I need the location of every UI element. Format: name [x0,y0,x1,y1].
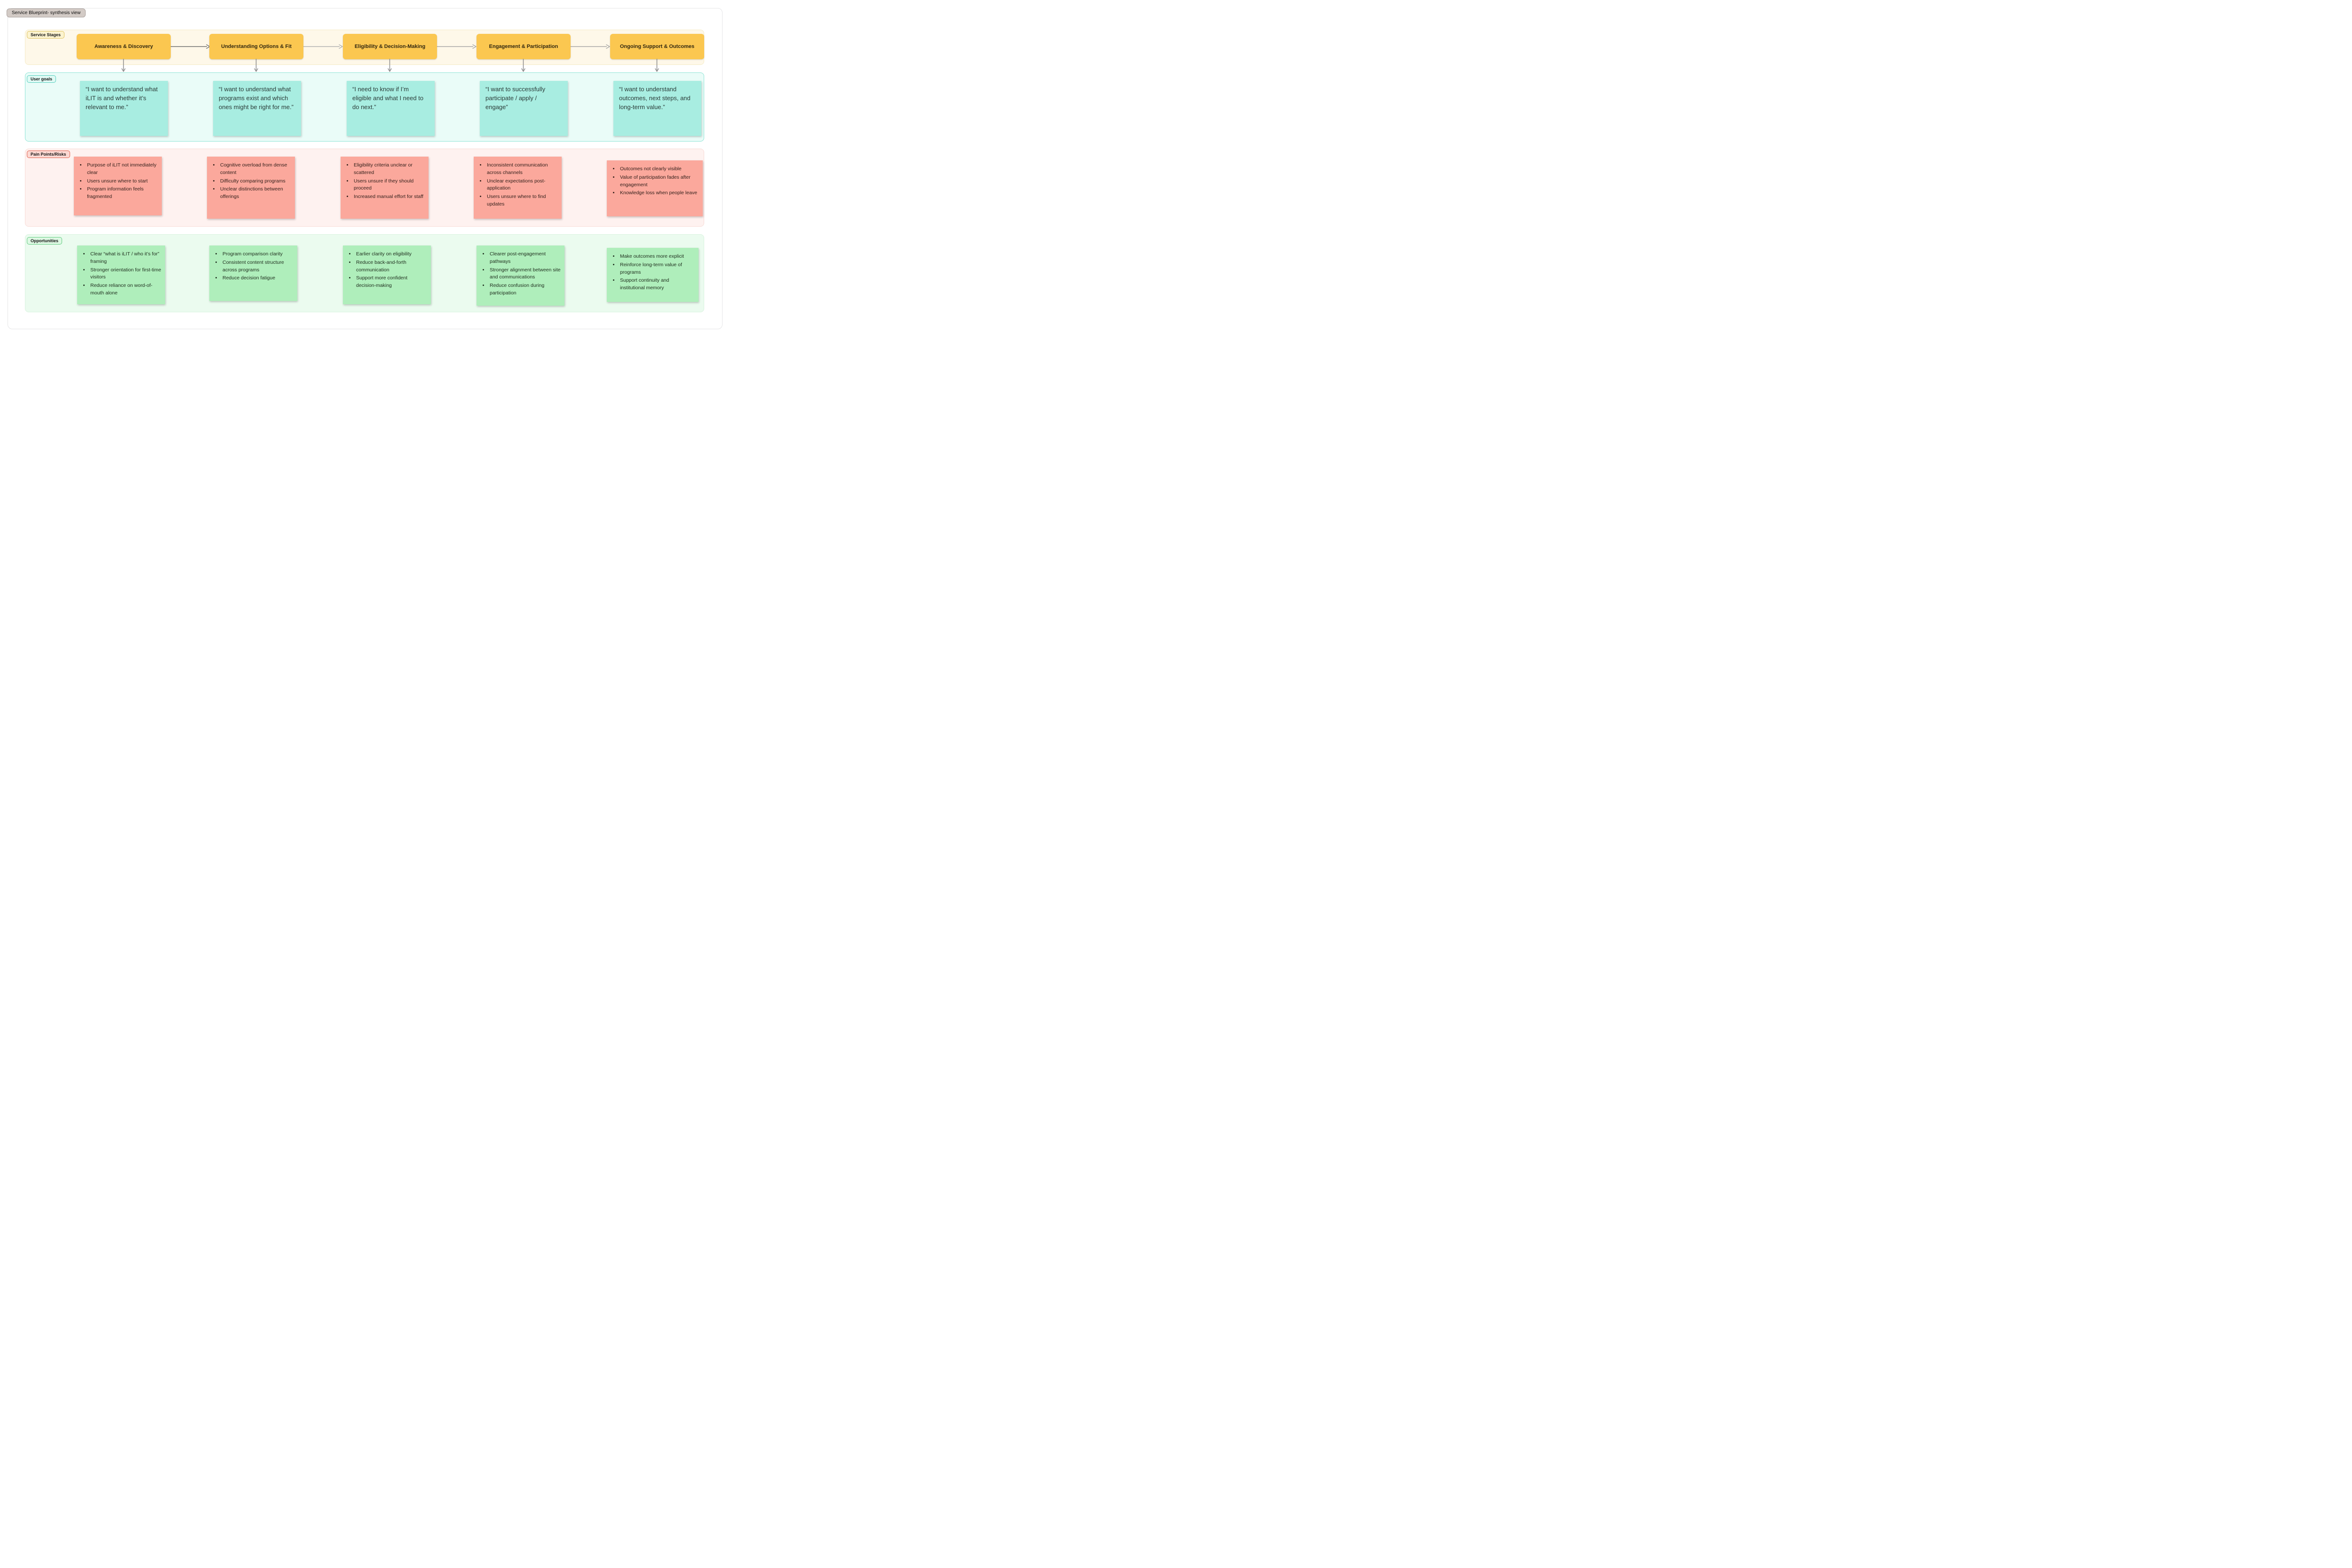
stage-box-eligibility[interactable]: Eligibility & Decision-Making [343,34,437,59]
down-arrow-icon [521,59,525,72]
bullet-list: Make outcomes more explicit Reinforce lo… [611,252,695,292]
right-arrow-icon [303,44,343,49]
pain-sticky-2[interactable]: Cognitive overload from dense content Di… [207,157,295,219]
pain-sticky-5[interactable]: Outcomes not clearly visible Value of pa… [607,160,703,216]
section-label-pain-points[interactable]: Pain Points/Risks [27,150,70,158]
section-label-opportunities[interactable]: Opportunities [27,237,62,245]
right-arrow-icon [171,44,210,49]
whiteboard-page: Service Blueprint- synthesis view Servic… [0,0,730,335]
board-title[interactable]: Service Blueprint- synthesis view [7,8,86,17]
goal-sticky-1[interactable]: “I want to understand what iLIT is and w… [80,81,168,136]
pain-sticky-4[interactable]: Inconsistent communication across channe… [474,157,562,219]
right-arrow-icon [571,44,610,49]
section-service-stages: Service Stages Awareness & Discovery Und… [25,30,704,65]
goal-sticky-3[interactable]: “I need to know if I’m eligible and what… [347,81,435,136]
section-user-goals: User goals “I want to understand what iL… [25,72,704,142]
stage-box-ongoing[interactable]: Ongoing Support & Outcomes [610,34,704,59]
section-pain-points: Pain Points/Risks Purpose of iLIT not im… [25,149,704,227]
bullet-list: Earlier clarity on eligibility Reduce ba… [347,250,427,290]
blueprint-frame: Service Stages Awareness & Discovery Und… [8,8,723,329]
bullet-list: Outcomes not clearly visible Value of pa… [611,165,699,197]
down-arrow-icon [121,59,126,72]
bullet-list: Clearer post-engagement pathways Stronge… [480,250,561,297]
bullet-list: Purpose of iLIT not immediately clear Us… [78,161,158,201]
section-label-user-goals[interactable]: User goals [27,75,56,83]
pain-sticky-3[interactable]: Eligibility criteria unclear or scattere… [341,157,429,219]
down-arrow-icon [254,59,258,72]
bullet-list: Eligibility criteria unclear or scattere… [344,161,425,201]
bullet-list: Program comparison clarity Consistent co… [213,250,294,282]
down-arrow-icon [388,59,392,72]
bullet-list: Inconsistent communication across channe… [477,161,558,208]
goal-sticky-5[interactable]: “I want to understand outcomes, next ste… [613,81,701,136]
right-arrow-icon [437,44,477,49]
opportunity-sticky-4[interactable]: Clearer post-engagement pathways Stronge… [477,245,564,306]
goal-sticky-4[interactable]: “I want to successfully participate / ap… [480,81,568,136]
stage-box-engagement[interactable]: Engagement & Participation [477,34,571,59]
opportunity-sticky-2[interactable]: Program comparison clarity Consistent co… [209,245,297,301]
opportunity-sticky-5[interactable]: Make outcomes more explicit Reinforce lo… [607,248,699,302]
section-opportunities: Opportunities Clear “what is iLIT / who … [25,234,704,312]
stage-box-understanding[interactable]: Understanding Options & Fit [209,34,303,59]
pain-sticky-1[interactable]: Purpose of iLIT not immediately clear Us… [74,157,162,215]
bullet-list: Cognitive overload from dense content Di… [211,161,291,201]
opportunity-sticky-3[interactable]: Earlier clarity on eligibility Reduce ba… [343,245,431,304]
goal-sticky-2[interactable]: “I want to understand what programs exis… [213,81,301,136]
down-arrow-icon [655,59,659,72]
section-label-service-stages[interactable]: Service Stages [27,31,65,39]
opportunity-sticky-1[interactable]: Clear “what is iLIT / who it’s for” fram… [77,245,165,304]
bullet-list: Clear “what is iLIT / who it’s for” fram… [81,250,161,297]
stage-box-awareness[interactable]: Awareness & Discovery [77,34,171,59]
